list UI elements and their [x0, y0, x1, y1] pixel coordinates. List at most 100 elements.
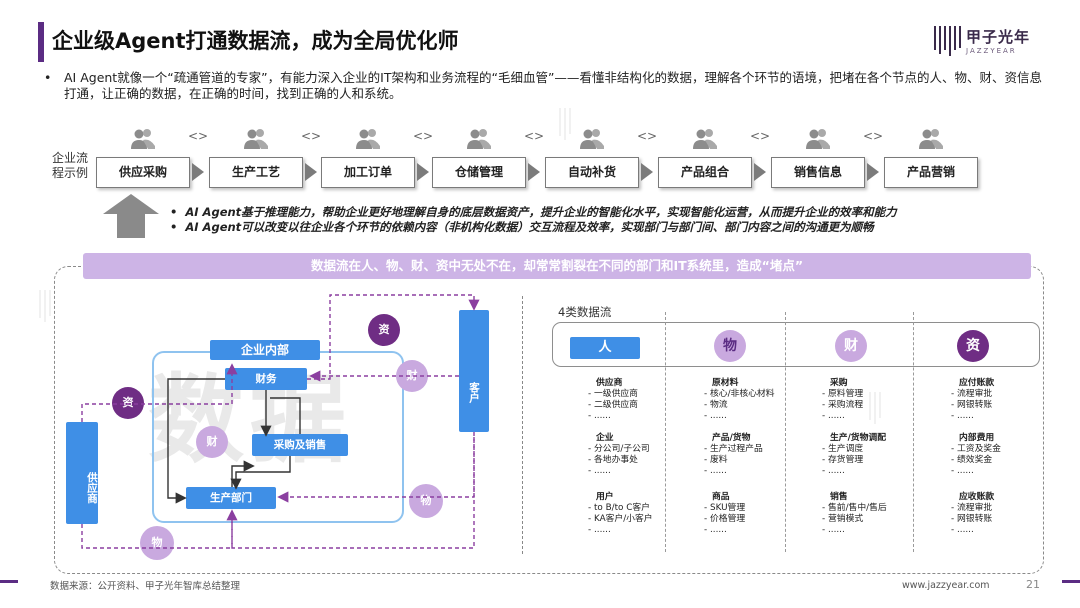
item-text: 分公司/子公司 — [593, 444, 650, 454]
item-dash: - — [822, 514, 828, 524]
flow-group-head: 销售 — [830, 492, 848, 502]
item-text: 存货管理 — [827, 455, 864, 465]
flow-arrow-icon — [528, 163, 540, 181]
flow-arrow-icon — [641, 163, 653, 181]
person-icon — [805, 127, 831, 151]
logo-text-cn: 甲子光年 — [966, 28, 1031, 46]
flow-group-head: 采购 — [830, 378, 848, 388]
item-text: ...... — [709, 466, 727, 476]
flow-group: 采购- 原料管理- 采购流程- ...... — [822, 378, 863, 422]
flow-group-head: 应收账款 — [959, 492, 995, 502]
person-icon — [466, 127, 492, 151]
item-text: 二级供应商 — [593, 400, 638, 410]
item-text: 网银转账 — [956, 400, 993, 410]
flow-group-head: 原材料 — [712, 378, 739, 388]
flow-group-head: 商品 — [712, 492, 730, 502]
column-separator — [785, 312, 786, 552]
flow-group-head: 企业 — [596, 433, 614, 443]
item-text: 网银转账 — [956, 514, 993, 524]
double-arrow-icon: <> — [413, 129, 434, 143]
item-dash: - — [704, 455, 710, 465]
item-text: ...... — [593, 525, 611, 535]
item-text: 核心/非核心材料 — [709, 389, 775, 399]
flow-step: 产品组合 — [658, 157, 752, 188]
person-icon — [918, 127, 944, 151]
flow-group-item: - 网银转账 — [951, 514, 994, 525]
flow-group-item: - KA客户/小客户 — [588, 514, 653, 525]
item-text: 废料 — [709, 455, 728, 465]
source-note: 数据来源：公开资料、甲子光年智库总结整理 — [50, 581, 241, 592]
item-dash: - — [951, 514, 957, 524]
double-arrow-icon: <> — [301, 129, 322, 143]
double-arrow-icon: <> — [188, 129, 209, 143]
flow-group: 原材料- 核心/非核心材料- 物流- ...... — [704, 378, 775, 422]
header-ren: 人 — [570, 337, 640, 359]
flow-group: 应付账款- 流程审批- 网银转账- ...... — [951, 378, 994, 422]
flow-group-item: - SKU管理 — [704, 503, 745, 514]
item-dash: - — [704, 466, 710, 476]
flow-group-item: - 一级供应商 — [588, 389, 638, 400]
item-text: 流程审批 — [956, 503, 993, 513]
item-dash: - — [588, 514, 594, 524]
customer-node: 客户 — [459, 310, 489, 432]
flow-group-head: 产品/货物 — [712, 433, 751, 443]
agent-bullet-1: • AI Agent基于推理能力，帮助企业更好地理解自身的底层数据资产，提升企业… — [170, 205, 897, 219]
intro-bullet: • — [44, 70, 52, 85]
item-text: 工资及奖金 — [956, 444, 1001, 454]
supplier-node: 供应商 — [66, 422, 98, 524]
flow-group-item: - 生产过程产品 — [704, 444, 763, 455]
item-text: 售前/售中/售后 — [827, 503, 887, 513]
flow-group: 供应商- 一级供应商- 二级供应商- ...... — [588, 378, 638, 422]
flow-group-item: - 采购流程 — [822, 400, 863, 411]
flow-group-item: - ...... — [704, 525, 745, 536]
item-dash: - — [588, 466, 594, 476]
flow-group-item: - 二级供应商 — [588, 400, 638, 411]
item-dash: - — [951, 400, 957, 410]
flow-step: 产品营销 — [884, 157, 978, 188]
zi-circle-left: 资 — [112, 387, 144, 419]
flow-group-item: - 售前/售中/售后 — [822, 503, 887, 514]
flow-group-item: - 绩效奖金 — [951, 455, 1001, 466]
flow-group-head: 用户 — [596, 492, 614, 502]
flow-group: 销售- 售前/售中/售后- 营销模式- ...... — [822, 492, 887, 536]
agent-bullets: • AI Agent基于推理能力，帮助企业更好地理解自身的底层数据资产，提升企业… — [170, 205, 897, 235]
item-dash: - — [951, 444, 957, 454]
double-arrow-icon: <> — [637, 129, 658, 143]
item-text: ...... — [956, 525, 974, 535]
flow-group-item: - ...... — [704, 411, 775, 422]
purchase-sales-node: 采购及销售 — [252, 434, 348, 456]
item-dash: - — [822, 503, 828, 513]
item-dash: - — [822, 525, 828, 535]
flow-group-item: - ...... — [822, 411, 863, 422]
item-dash: - — [704, 525, 710, 535]
double-arrow-icon: <> — [524, 129, 545, 143]
flow-group-item: - 工资及奖金 — [951, 444, 1001, 455]
flow-group-item: - ...... — [822, 525, 887, 536]
flow-group: 产品/货物- 生产过程产品- 废料- ...... — [704, 433, 763, 477]
flow-group: 商品- SKU管理- 价格管理- ...... — [704, 492, 745, 536]
flow-group-item: - 流程审批 — [951, 389, 994, 400]
item-text: SKU管理 — [709, 503, 746, 513]
item-text: 各地办事处 — [593, 455, 638, 465]
footer-accent-right — [1062, 580, 1080, 583]
item-text: 采购流程 — [827, 400, 864, 410]
flow-group-item: - 各地办事处 — [588, 455, 650, 466]
item-text: 生产调度 — [827, 444, 864, 454]
zi-circle-top: 资 — [368, 314, 400, 346]
flow-group-item: - to B/to C客户 — [588, 503, 653, 514]
four-flows-title: 4类数据流 — [558, 305, 612, 319]
flow-group-item: - 废料 — [704, 455, 763, 466]
flow-group-item: - ...... — [822, 466, 886, 477]
item-text: ...... — [956, 466, 974, 476]
cai-circle-right: 财 — [396, 360, 428, 392]
column-separator — [665, 312, 666, 552]
finance-node: 财务 — [225, 368, 307, 390]
item-dash: - — [588, 444, 594, 454]
production-node: 生产部门 — [186, 487, 276, 509]
item-dash: - — [588, 455, 594, 465]
flow-group-head: 生产/货物调配 — [830, 433, 886, 443]
intro-text: AI Agent就像一个“疏通管道的专家”，有能力深入企业的IT架构和业务流程的… — [64, 70, 1042, 101]
footer-url[interactable]: www.jazzyear.com — [902, 580, 990, 591]
dataflow-banner: 数据流在人、物、财、资中无处不在，却常常割裂在不同的部门和IT系统里，造成“堵点… — [83, 253, 1031, 279]
item-dash: - — [951, 503, 957, 513]
